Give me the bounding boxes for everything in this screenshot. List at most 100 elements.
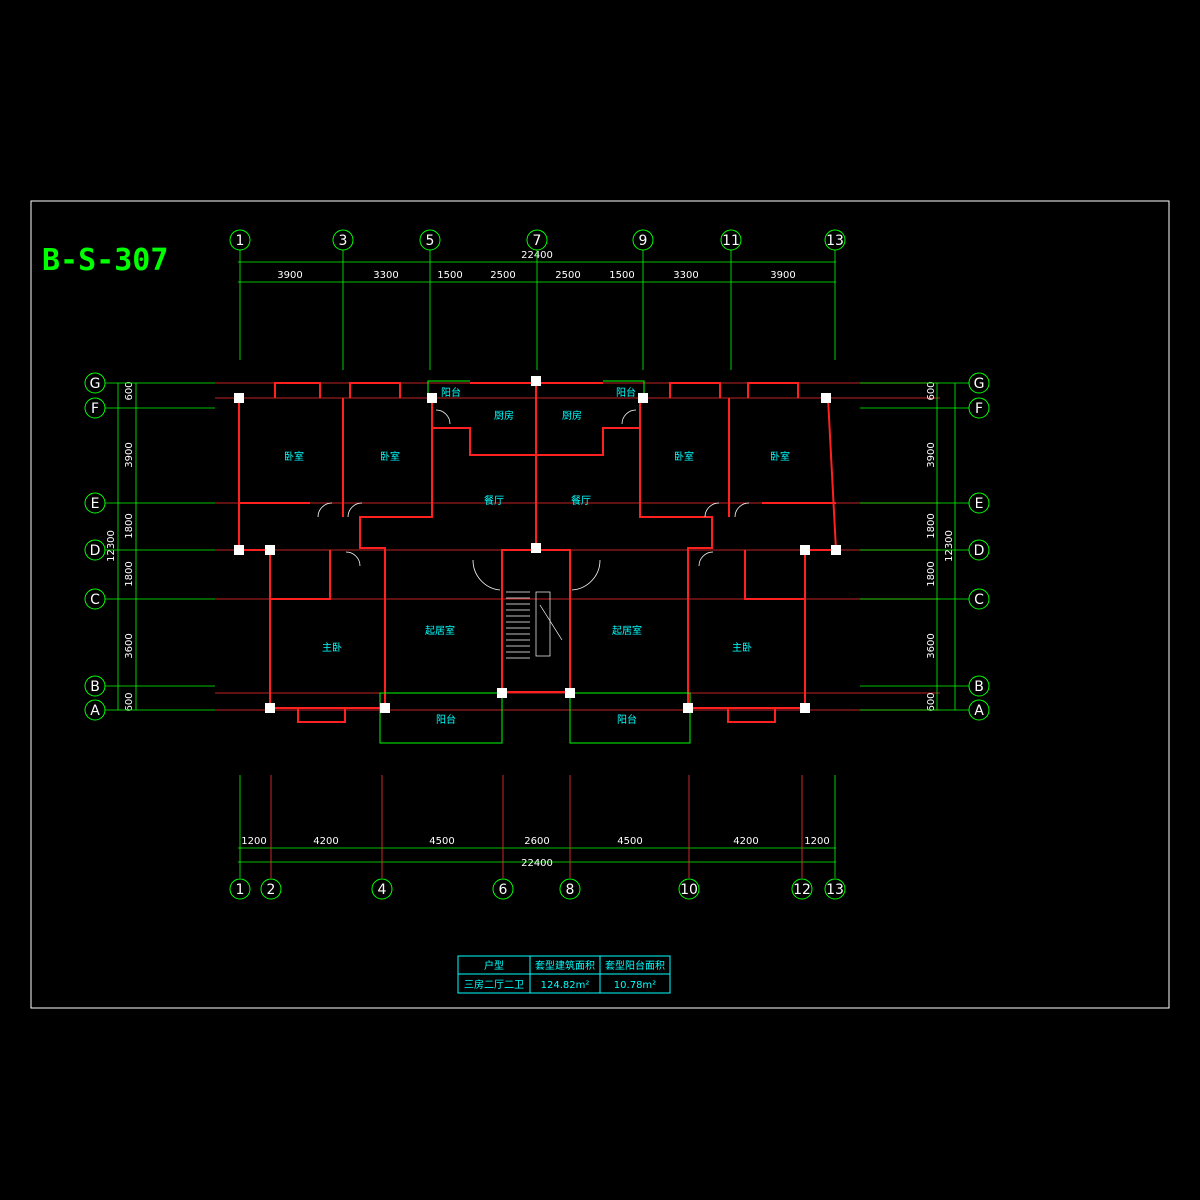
dimension-top-3: 2500 xyxy=(490,270,515,281)
dimension-lines xyxy=(117,261,956,863)
room-bedroom-4: 卧室 xyxy=(770,450,790,463)
stair-treads xyxy=(506,591,563,659)
table-cell-building-area: 124.82m² xyxy=(541,980,590,991)
axis-bubble-right-B: B xyxy=(968,675,990,697)
axis-bubble-left-C: C xyxy=(84,588,106,610)
column-7 xyxy=(831,545,841,555)
axis-bubble-top-9: 9 xyxy=(632,229,654,251)
axis-bubble-top-11-label: 11 xyxy=(722,233,740,249)
dimension-left-4: 3600 xyxy=(124,633,135,658)
room-labels: 卧室卧室卧室卧室阳台阳台厨房厨房餐厅餐厅起居室起居室主卧主卧阳台阳台 xyxy=(284,386,790,726)
axis-bubble-bottom-6-label: 6 xyxy=(499,882,508,898)
column-14 xyxy=(683,703,693,713)
axis-bubble-bottom-10: 10 xyxy=(678,878,700,900)
room-balcony-south-right: 阳台 xyxy=(617,713,637,726)
axis-bubble-top-5: 5 xyxy=(419,229,441,251)
axis-bubble-right-A-label: A xyxy=(974,703,984,719)
room-living-right: 起居室 xyxy=(612,624,642,637)
axis-bubble-right-F-label: F xyxy=(975,401,983,417)
dimension-left-5: 600 xyxy=(124,692,135,711)
axis-bubble-bottom-1: 1 xyxy=(229,878,251,900)
dimension-top-6: 3300 xyxy=(673,270,698,281)
column-0 xyxy=(234,393,244,403)
dimension-left-1: 3900 xyxy=(124,442,135,467)
axis-bubble-left-D: D xyxy=(84,539,106,561)
axis-bubble-top-1: 1 xyxy=(229,229,251,251)
room-balcony-north-left: 阳台 xyxy=(441,386,461,399)
axis-bubble-bottom-12: 12 xyxy=(791,878,813,900)
dimension-right-0: 600 xyxy=(926,381,937,400)
axis-bubble-left-G: G xyxy=(84,372,106,394)
room-balcony-north-right: 阳台 xyxy=(616,386,636,399)
axis-bubble-top-13-label: 13 xyxy=(826,233,844,249)
axis-bubble-right-F: F xyxy=(968,397,990,419)
axis-bubble-top-11: 11 xyxy=(720,229,742,251)
axis-bubble-bottom-12-label: 12 xyxy=(793,882,811,898)
column-1 xyxy=(427,393,437,403)
axis-bubble-bottom-4-label: 4 xyxy=(378,882,387,898)
room-kitchen-right: 厨房 xyxy=(562,409,582,422)
axis-bubble-right-G: G xyxy=(968,372,990,394)
overall-dimension-bottom: 22400 xyxy=(521,858,553,869)
axis-bubble-left-D-label: D xyxy=(90,543,101,559)
dimension-right-3: 1800 xyxy=(926,561,937,586)
axis-bubble-right-D-label: D xyxy=(974,543,985,559)
axis-bubble-right-E: E xyxy=(968,492,990,514)
axis-bubble-top-5-label: 5 xyxy=(426,233,435,249)
column-8 xyxy=(800,545,810,555)
room-master-left: 主卧 xyxy=(322,641,342,654)
column-4 xyxy=(821,393,831,403)
axis-bubble-top-1-label: 1 xyxy=(236,233,245,249)
table-header-building-area: 套型建筑面积 xyxy=(535,959,595,972)
overall-dimension-left: 12300 xyxy=(106,530,117,562)
axis-bubble-bottom-6: 6 xyxy=(492,878,514,900)
axis-bubble-top-3: 3 xyxy=(332,229,354,251)
axis-bubble-right-G-label: G xyxy=(974,376,985,392)
dimension-right-2: 1800 xyxy=(926,513,937,538)
axis-bubble-left-A: A xyxy=(84,699,106,721)
axis-bubble-left-A-label: A xyxy=(90,703,100,719)
axis-bubble-right-C-label: C xyxy=(974,592,984,608)
axis-bubble-top-7: 7 xyxy=(526,229,548,251)
structural-columns xyxy=(234,376,841,713)
axis-bubble-left-B: B xyxy=(84,675,106,697)
room-bedroom-1: 卧室 xyxy=(284,450,304,463)
axis-bubble-bottom-13: 13 xyxy=(824,878,846,900)
axis-bubble-bottom-4: 4 xyxy=(371,878,393,900)
axis-bubble-bottom-1-label: 1 xyxy=(236,882,245,898)
column-11 xyxy=(380,703,390,713)
axis-bubble-right-B-label: B xyxy=(974,679,984,695)
dimension-right-1: 3900 xyxy=(926,442,937,467)
axis-bubble-top-9-label: 9 xyxy=(639,233,648,249)
balcony-outlines xyxy=(379,380,691,744)
overall-dimension-right: 12300 xyxy=(944,530,955,562)
room-dining-left: 餐厅 xyxy=(484,494,504,507)
column-13 xyxy=(565,688,575,698)
dimension-right-4: 3600 xyxy=(926,633,937,658)
dimension-left-3: 1800 xyxy=(124,561,135,586)
drawing-title: B-S-307 xyxy=(42,243,168,278)
dimension-bottom-2: 4500 xyxy=(429,836,454,847)
column-5 xyxy=(234,545,244,555)
room-bedroom-2: 卧室 xyxy=(380,450,400,463)
axis-bubble-left-F: F xyxy=(84,397,106,419)
table-header-type: 户型 xyxy=(484,959,504,972)
dimension-bottom-0: 1200 xyxy=(241,836,266,847)
axis-bubble-bottom-13-label: 13 xyxy=(826,882,844,898)
dimension-top-1: 3300 xyxy=(373,270,398,281)
dimension-bottom-1: 4200 xyxy=(313,836,338,847)
door-swings xyxy=(317,409,750,591)
axis-bubble-right-E-label: E xyxy=(975,496,984,512)
column-6 xyxy=(265,545,275,555)
column-9 xyxy=(531,543,541,553)
table-header-balcony-area: 套型阳台面积 xyxy=(605,959,665,972)
column-3 xyxy=(638,393,648,403)
axis-bubble-left-G-label: G xyxy=(90,376,101,392)
dimension-left-2: 1800 xyxy=(124,513,135,538)
axis-bubble-bottom-8-label: 8 xyxy=(566,882,575,898)
room-bedroom-3: 卧室 xyxy=(674,450,694,463)
dimension-bottom-4: 4500 xyxy=(617,836,642,847)
